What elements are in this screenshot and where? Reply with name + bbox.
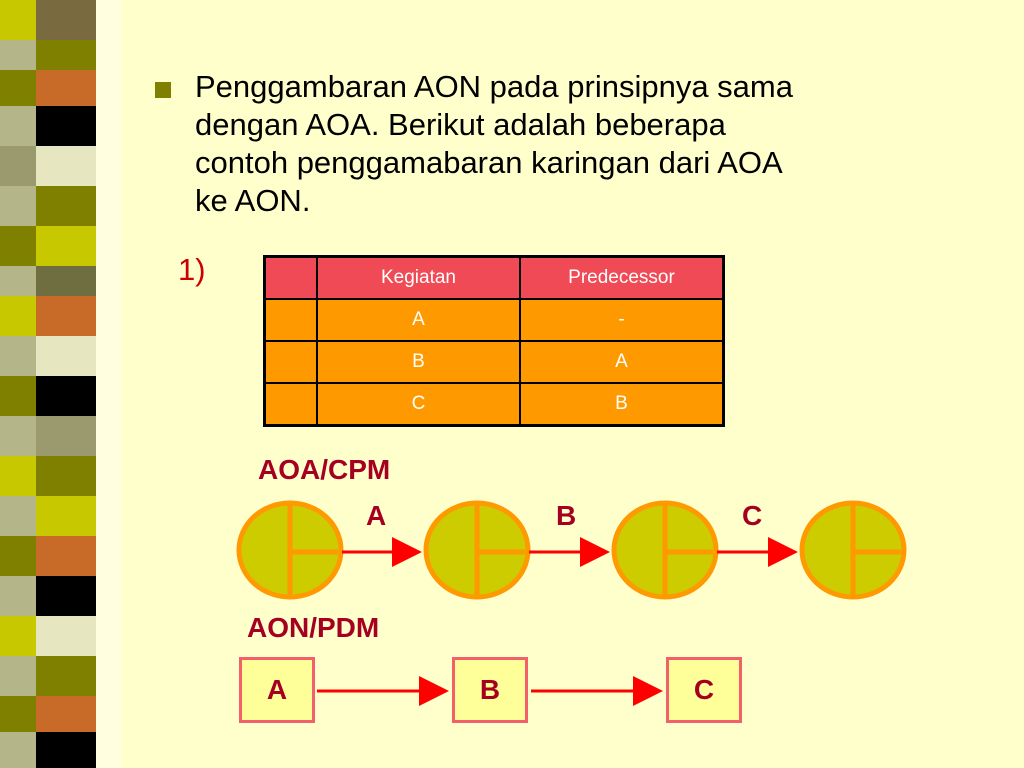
table-header-cell: Predecessor	[519, 255, 725, 300]
table-cell	[263, 382, 318, 427]
table-row: B A	[263, 340, 725, 384]
table-cell: C	[316, 382, 521, 427]
activity-table: Kegiatan Predecessor A - B A C B	[263, 255, 725, 427]
square-bullet-icon	[155, 82, 171, 98]
aon-node: C	[666, 657, 742, 723]
aoa-event-node	[611, 500, 719, 600]
bullet-point: Penggambaran AON pada prinsipnya sama de…	[155, 68, 975, 220]
table-cell: B	[316, 340, 521, 384]
table-row: A -	[263, 298, 725, 342]
table-header-cell	[263, 255, 318, 300]
aoa-event-node	[799, 500, 907, 600]
aoa-event-node	[236, 500, 344, 600]
table-cell: -	[519, 298, 725, 342]
aoa-event-node	[423, 500, 531, 600]
example-number: 1)	[178, 252, 206, 287]
aon-node: A	[239, 657, 315, 723]
table-cell: B	[519, 382, 725, 427]
aoa-activity-label: B	[556, 500, 577, 531]
table-cell	[263, 298, 318, 342]
table-cell	[263, 340, 318, 384]
decorative-strip	[0, 0, 122, 768]
aon-title: AON/PDM	[247, 612, 380, 643]
bullet-text: Penggambaran AON pada prinsipnya sama de…	[195, 69, 793, 218]
table-header-cell: Kegiatan	[316, 255, 521, 300]
table-cell: A	[316, 298, 521, 342]
aon-node: B	[452, 657, 528, 723]
aoa-title: AOA/CPM	[258, 454, 391, 485]
aoa-activity-label: A	[366, 500, 387, 531]
table-header-row: Kegiatan Predecessor	[263, 255, 725, 300]
aoa-activity-label: C	[742, 500, 763, 531]
table-cell: A	[519, 340, 725, 384]
table-row: C B	[263, 382, 725, 427]
